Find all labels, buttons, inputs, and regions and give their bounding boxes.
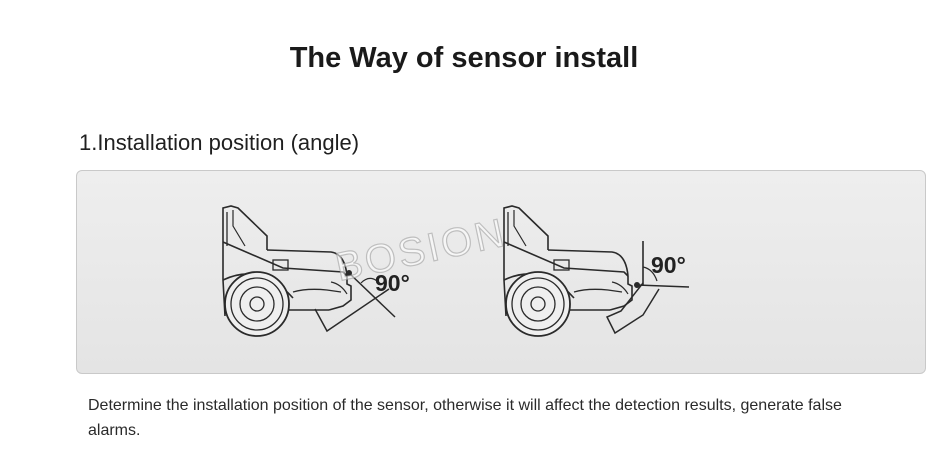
car-illustration-right: 90°: [503, 205, 690, 337]
page-title: The Way of sensor install: [289, 42, 639, 74]
installation-illustration: 90° 90° BOSION: [222, 205, 690, 337]
angle-label-left: 90°: [375, 270, 410, 296]
installation-caption: Determine the installation position of t…: [88, 397, 842, 439]
angle-label-right: 90°: [651, 252, 686, 278]
section-heading: 1.Installation position (angle): [79, 130, 360, 155]
watermark-text: BOSION: [332, 211, 511, 290]
car-illustration-left: 90°: [222, 205, 410, 337]
bosion-watermark: BOSION: [331, 210, 511, 290]
installation-illustration-panel: 90° 90° BOSION: [76, 170, 926, 374]
